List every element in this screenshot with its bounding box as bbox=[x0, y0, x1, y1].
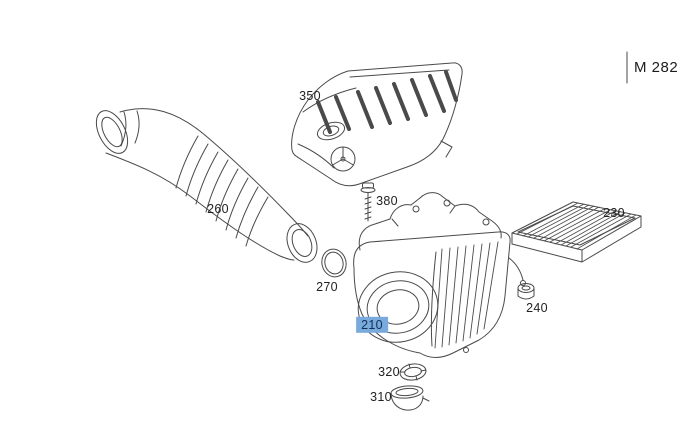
grommet-drawing bbox=[517, 283, 535, 300]
filter-housing-drawing bbox=[353, 192, 526, 358]
callout-seal-ring[interactable]: 270 bbox=[316, 279, 338, 294]
filter-element-drawing bbox=[511, 201, 642, 263]
callout-clamp-ring[interactable]: 320 bbox=[378, 364, 400, 379]
intake-stub-drawing bbox=[390, 385, 430, 411]
seal-ring-drawing bbox=[321, 248, 347, 278]
intake-duct-drawing bbox=[95, 108, 318, 263]
callout-filter-element[interactable]: 230 bbox=[603, 205, 625, 220]
screw-drawing bbox=[360, 182, 376, 222]
callout-grommet[interactable]: 240 bbox=[526, 300, 548, 315]
callout-intake-stub[interactable]: 310 bbox=[370, 389, 392, 404]
clamp-ring-drawing bbox=[399, 363, 427, 381]
engine-model-code: M 282 bbox=[634, 59, 679, 76]
engine-cover-drawing bbox=[291, 62, 463, 187]
callout-engine-cover[interactable]: 350 bbox=[299, 88, 321, 103]
callout-intake-duct[interactable]: 260 bbox=[207, 201, 229, 216]
callout-screw[interactable]: 380 bbox=[376, 193, 398, 208]
callout-filter-housing-selected[interactable]: 210 bbox=[356, 316, 388, 334]
